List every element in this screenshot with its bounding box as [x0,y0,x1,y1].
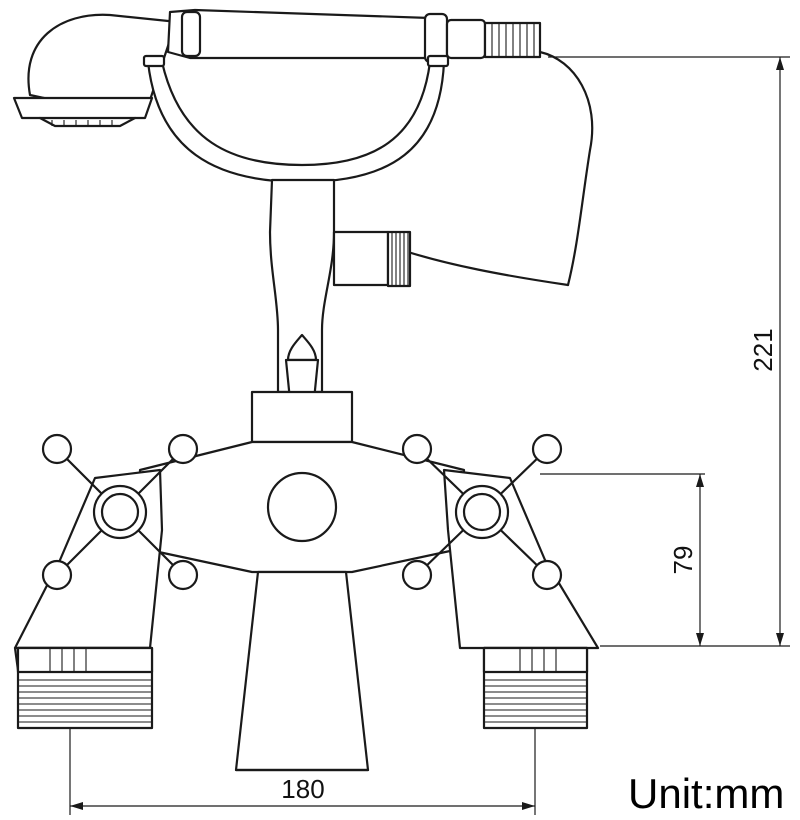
dimension-handle-height: 79 [540,473,705,646]
hose [406,50,594,287]
handset-cradle [142,54,450,184]
left-valve [13,433,199,730]
handset-thread [491,24,535,56]
right-valve [401,433,600,730]
overall-height-label: 221 [748,328,778,371]
spout [234,570,370,772]
left-inlet-thread [19,679,151,723]
riser-column [268,178,412,394]
inlet-spacing-label: 180 [281,774,324,804]
unit-label: Unit:mm [628,770,785,817]
left-cross-handle [41,433,199,591]
right-cross-handle [401,433,563,591]
handset-handle [166,8,542,64]
dimension-inlet-spacing: 180 [69,728,536,815]
hose-outlet-thread [391,233,409,285]
handle-height-label: 79 [668,546,698,575]
valve-body [138,390,466,574]
dimension-overall-height: 221 [548,56,790,647]
right-inlet-thread [485,679,586,723]
